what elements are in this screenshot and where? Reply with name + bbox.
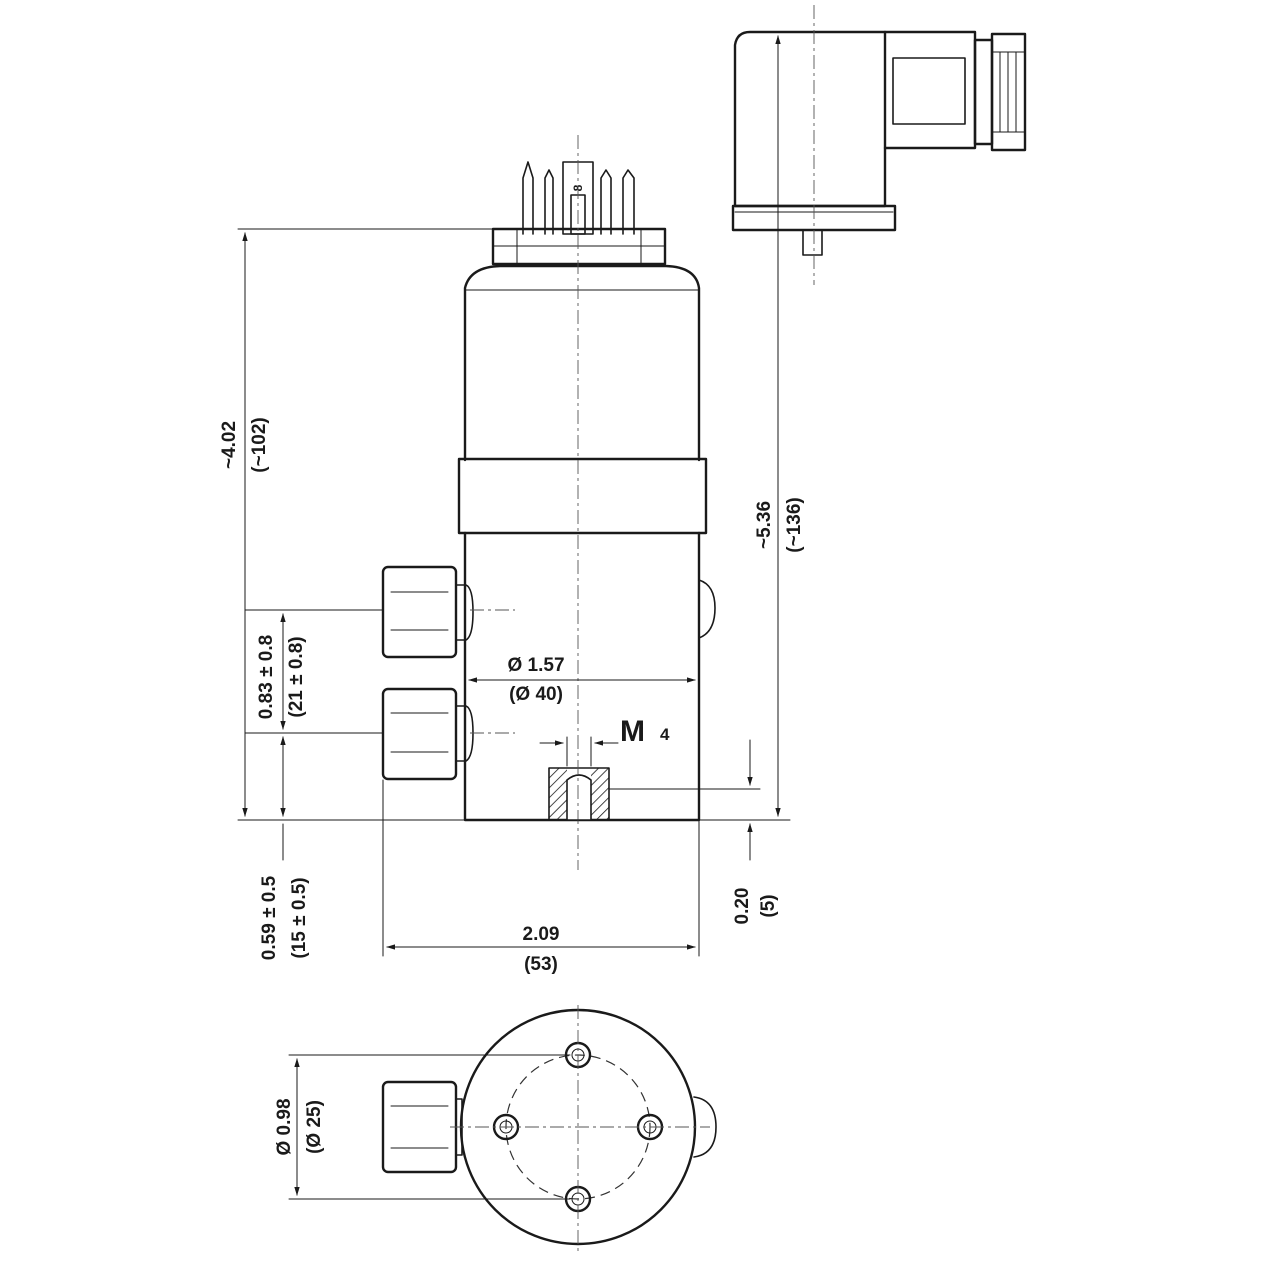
connector-view (731, 5, 1027, 285)
side-plug (698, 579, 716, 639)
bottom-view (381, 1005, 717, 1252)
dimension-labels: ~4.02 (~102) ~5.36 (~136) 0.83 ± 0.8 (21… (219, 417, 805, 1155)
port-height-metric: (15 ± 0.5) (289, 877, 310, 958)
total-height-imperial: ~5.36 (754, 501, 775, 549)
thread-size: 4 (660, 725, 670, 744)
top-hex-nut (491, 227, 667, 266)
thread-depth-metric: (5) (758, 894, 779, 917)
thread-depth-imperial: 0.20 (732, 888, 753, 925)
side-view: 8 (381, 135, 716, 870)
lower-port-fitting (381, 687, 474, 781)
port-height-imperial: 0.59 ± 0.5 (259, 875, 280, 960)
dimension-lines (237, 35, 791, 1200)
bolt-circle-imperial: Ø 0.98 (274, 1098, 295, 1155)
connector-pins: 8 (522, 161, 635, 235)
body-diameter-imperial: Ø 1.57 (507, 655, 564, 676)
total-height-metric: (~136) (784, 497, 805, 552)
overall-width-metric: (53) (524, 954, 558, 975)
overall-width-imperial: 2.09 (523, 924, 560, 945)
overall-height-metric: (~102) (249, 417, 270, 472)
port-spacing-metric: (21 ± 0.8) (286, 636, 307, 717)
threaded-hole-section (548, 767, 610, 821)
upper-port-fitting (381, 565, 474, 659)
bolt-circle-metric: (Ø 25) (304, 1100, 325, 1154)
upper-housing (463, 264, 701, 462)
body-diameter-metric: (Ø 40) (509, 684, 563, 705)
collar-ring (457, 457, 708, 535)
port-spacing-imperial: 0.83 ± 0.8 (256, 635, 277, 719)
overall-height-imperial: ~4.02 (219, 421, 240, 469)
thread-letter: M (620, 715, 645, 748)
